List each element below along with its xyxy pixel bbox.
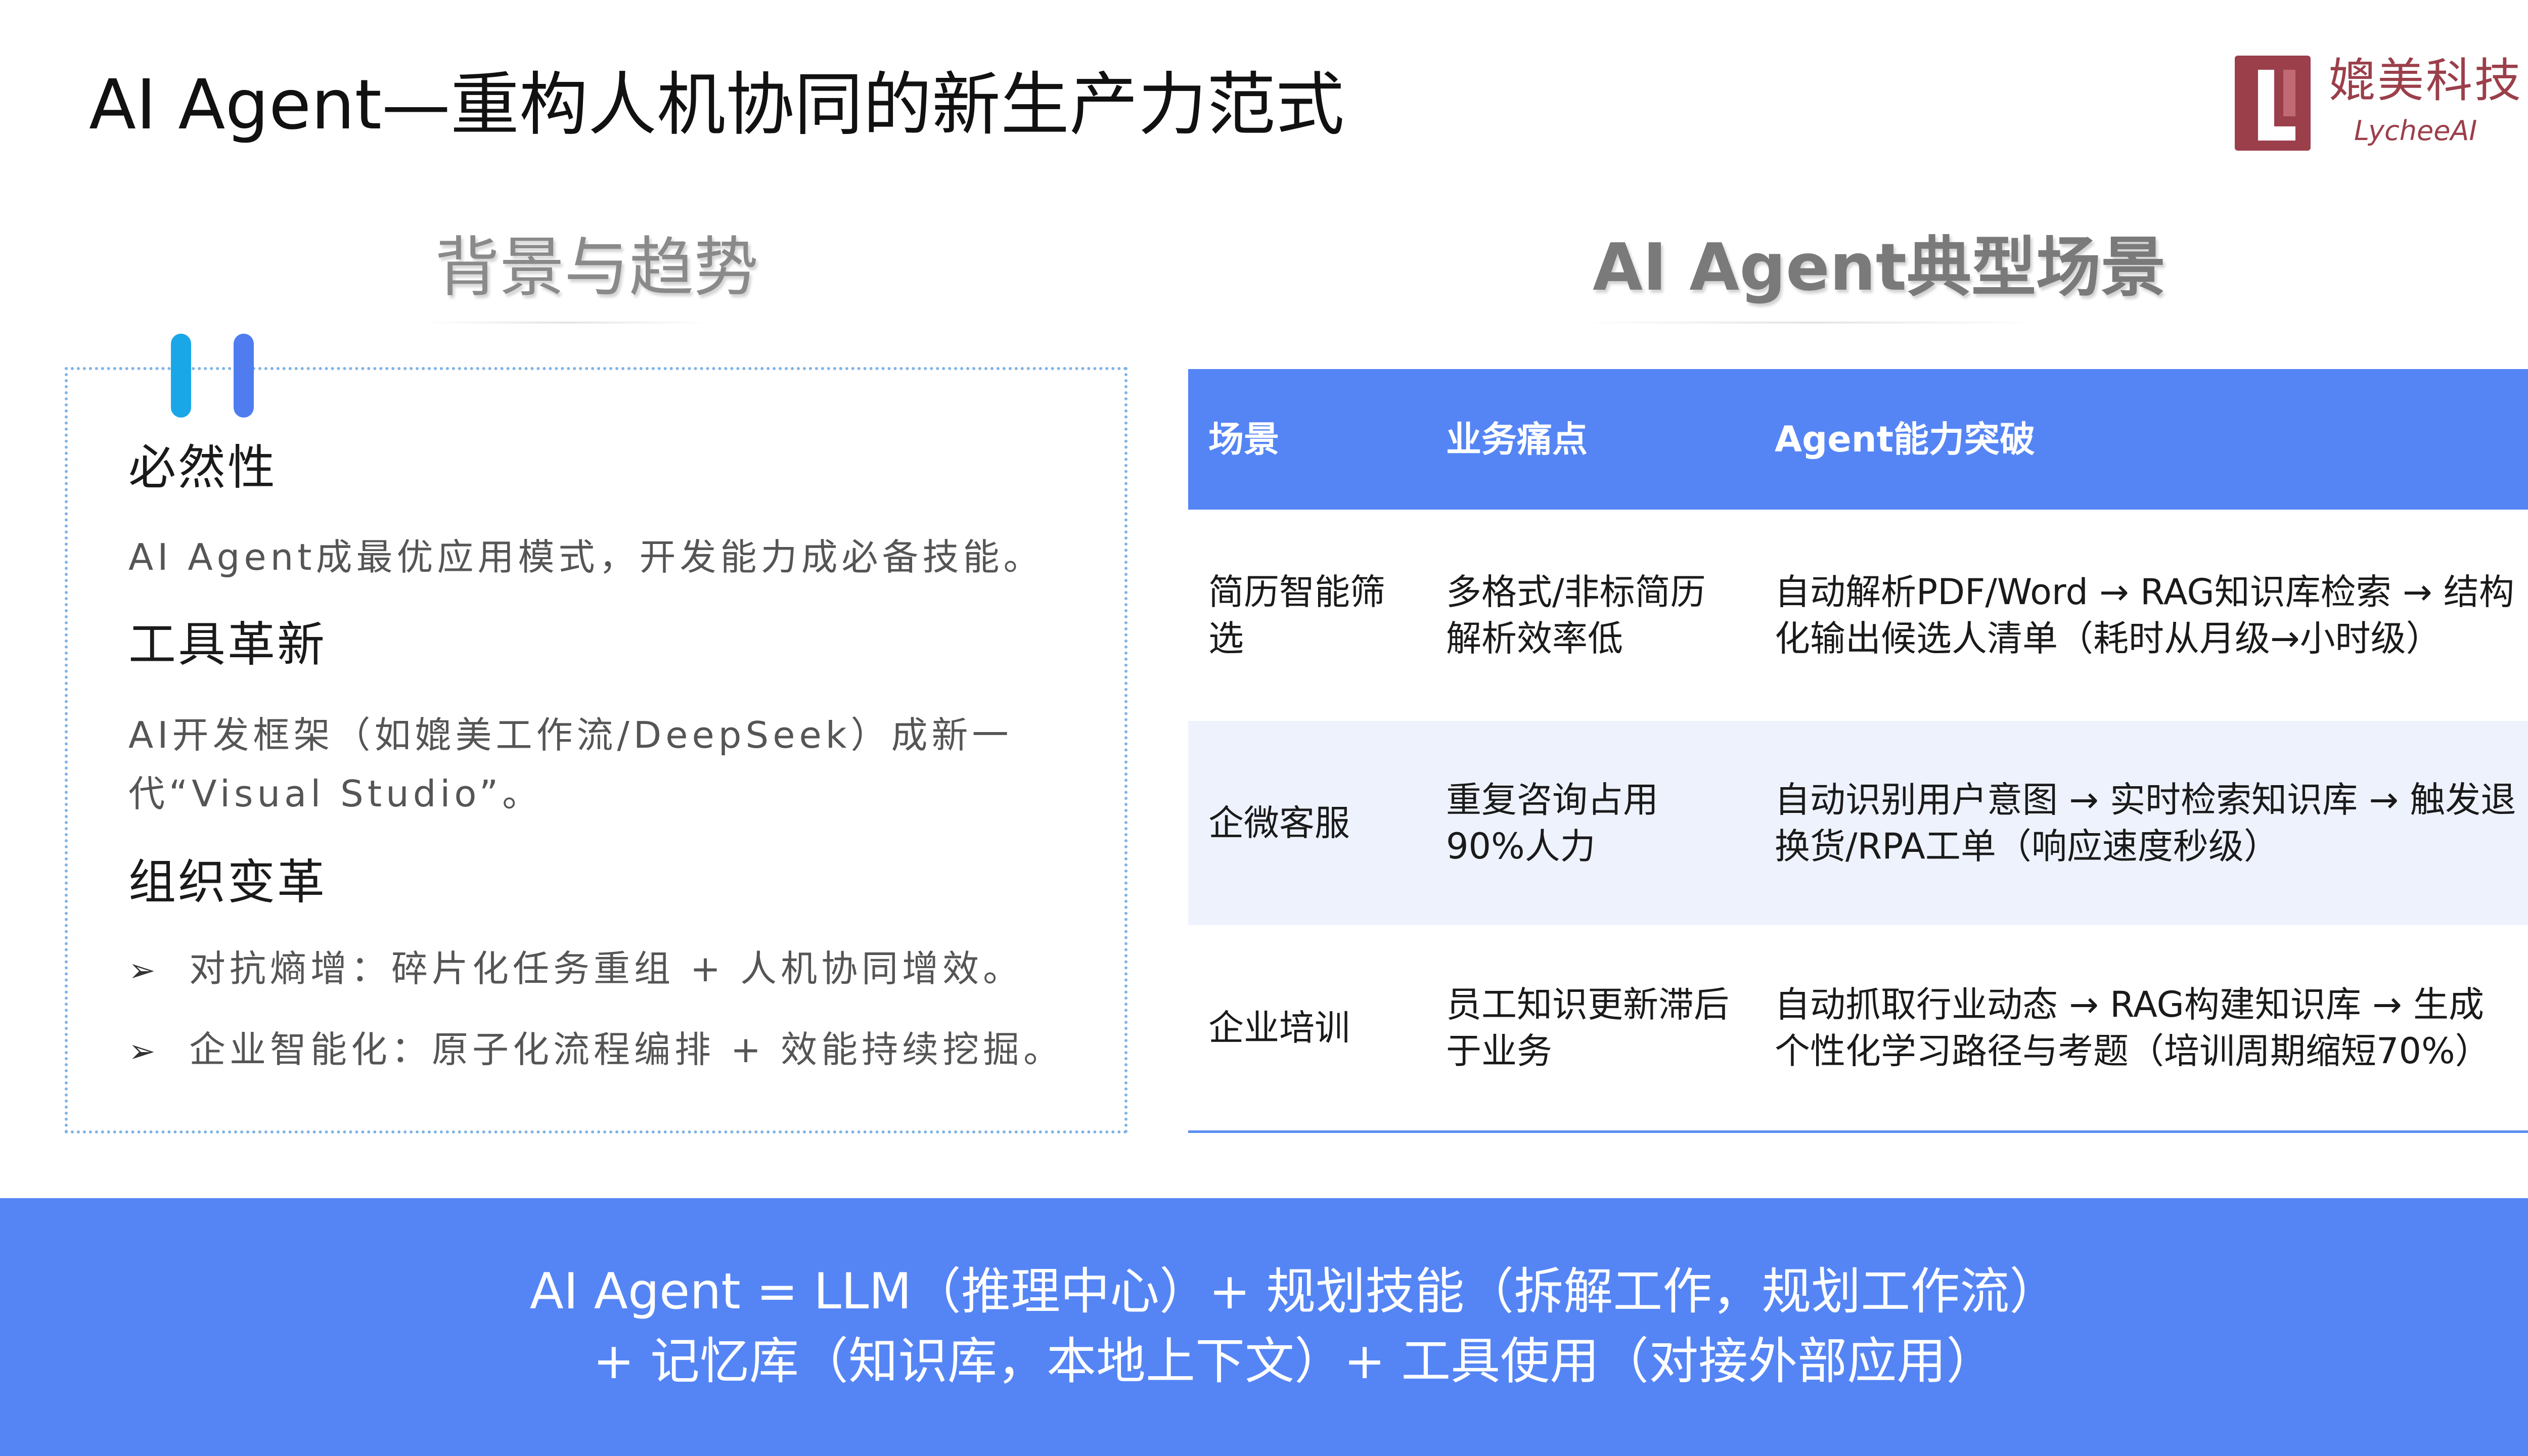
decor-pill-blue xyxy=(234,334,254,418)
item-body-inevitability: AI Agent成最优应用模式，开发能力成必备技能。 xyxy=(128,536,1044,578)
table-cell-capability: 自动抓取行业动态 → RAG构建知识库 → 生成个性化学习路径与考题（培训周期缩… xyxy=(1775,984,2491,1072)
item-title-tool-innovation: 工具革新 xyxy=(128,617,327,672)
bullet-text: 对抗熵增：碎片化任务重组 + 人机协同增效。 xyxy=(189,947,1024,990)
item-body-tool-innovation: AI开发框架（如媲美工作流/DeepSeek）成新一代“Visual Studi… xyxy=(128,714,1013,815)
footer-banner: AI Agent = LLM（推理中心）+ 规划技能（拆解工作，规划工作流） +… xyxy=(0,1198,2528,1456)
background-trends-box xyxy=(65,367,1127,1133)
scenario-table: 场景 业务痛点 Agent能力突破 简历智能筛选 多格式/非标简历解析效率低 自… xyxy=(1188,369,2528,1133)
right-section-heading: AI Agent典型场景 xyxy=(1593,230,2166,305)
left-section-heading: 背景与趋势 xyxy=(435,230,759,305)
bullet-item: ➢ 企业智能化：原子化流程编排 + 效能持续挖掘。 xyxy=(128,1024,1064,1077)
column-header-capability: Agent能力突破 xyxy=(1775,419,2036,460)
table-header: 场景 业务痛点 Agent能力突破 xyxy=(1188,369,2528,510)
column-header-scenario: 场景 xyxy=(1208,419,1279,460)
table-row: 简历智能筛选 多格式/非标简历解析效率低 自动解析PDF/Word → RAG知… xyxy=(1188,510,2528,721)
right-heading-underline xyxy=(1583,322,2038,324)
left-heading-underline xyxy=(425,322,708,324)
bullet-item: ➢ 对抗熵增：碎片化任务重组 + 人机协同增效。 xyxy=(128,943,1023,996)
brand-logo: 媲美科技 LycheeAI xyxy=(2235,51,2528,152)
arrow-bullet-icon: ➢ xyxy=(128,952,160,989)
page-title: AI Agent—重构人机协同的新生产力范式 xyxy=(89,65,1344,145)
table-row: 企微客服 重复咨询占用90%人力 自动识别用户意图 → 实时检索知识库 → 触发… xyxy=(1188,721,2528,925)
arrow-bullet-icon: ➢ xyxy=(128,1033,160,1070)
table-cell-scenario: 企微客服 xyxy=(1208,802,1350,844)
lychee-L-logo-icon xyxy=(2235,56,2311,151)
table-cell-capability: 自动识别用户意图 → 实时检索知识库 → 触发退换货/RPA工单（响应速度秒级） xyxy=(1775,779,2516,867)
formula-line-1: AI Agent = LLM（推理中心）+ 规划技能（拆解工作，规划工作流） xyxy=(529,1263,2059,1321)
table-cell-capability: 自动解析PDF/Word → RAG知识库检索 → 结构化输出候选人清单（耗时从… xyxy=(1775,571,2514,659)
column-header-pain-point: 业务痛点 xyxy=(1446,419,1588,460)
table-row: 企业培训 员工知识更新滞后于业务 自动抓取行业动态 → RAG构建知识库 → 生… xyxy=(1188,925,2528,1130)
table-cell-pain-point: 员工知识更新滞后于业务 xyxy=(1446,984,1729,1072)
decor-pill-cyan xyxy=(171,334,191,418)
item-title-org-change: 组织变革 xyxy=(128,855,327,910)
table-bottom-border xyxy=(1188,1130,2528,1133)
table-cell-pain-point: 重复咨询占用90%人力 xyxy=(1446,779,1658,867)
item-title-inevitability: 必然性 xyxy=(128,440,278,495)
table-cell-scenario: 简历智能筛选 xyxy=(1208,571,1385,659)
table-cell-scenario: 企业培训 xyxy=(1208,1007,1350,1049)
bullet-text: 企业智能化：原子化流程编排 + 效能持续挖掘。 xyxy=(189,1028,1064,1071)
table-cell-pain-point: 多格式/非标简历解析效率低 xyxy=(1446,571,1706,659)
logo-english-name: LycheeAI xyxy=(2354,115,2477,147)
logo-chinese-name: 媲美科技 xyxy=(2329,54,2523,108)
formula-line-2: + 记忆库（知识库，本地上下文）+ 工具使用（对接外部应用） xyxy=(593,1333,1996,1390)
